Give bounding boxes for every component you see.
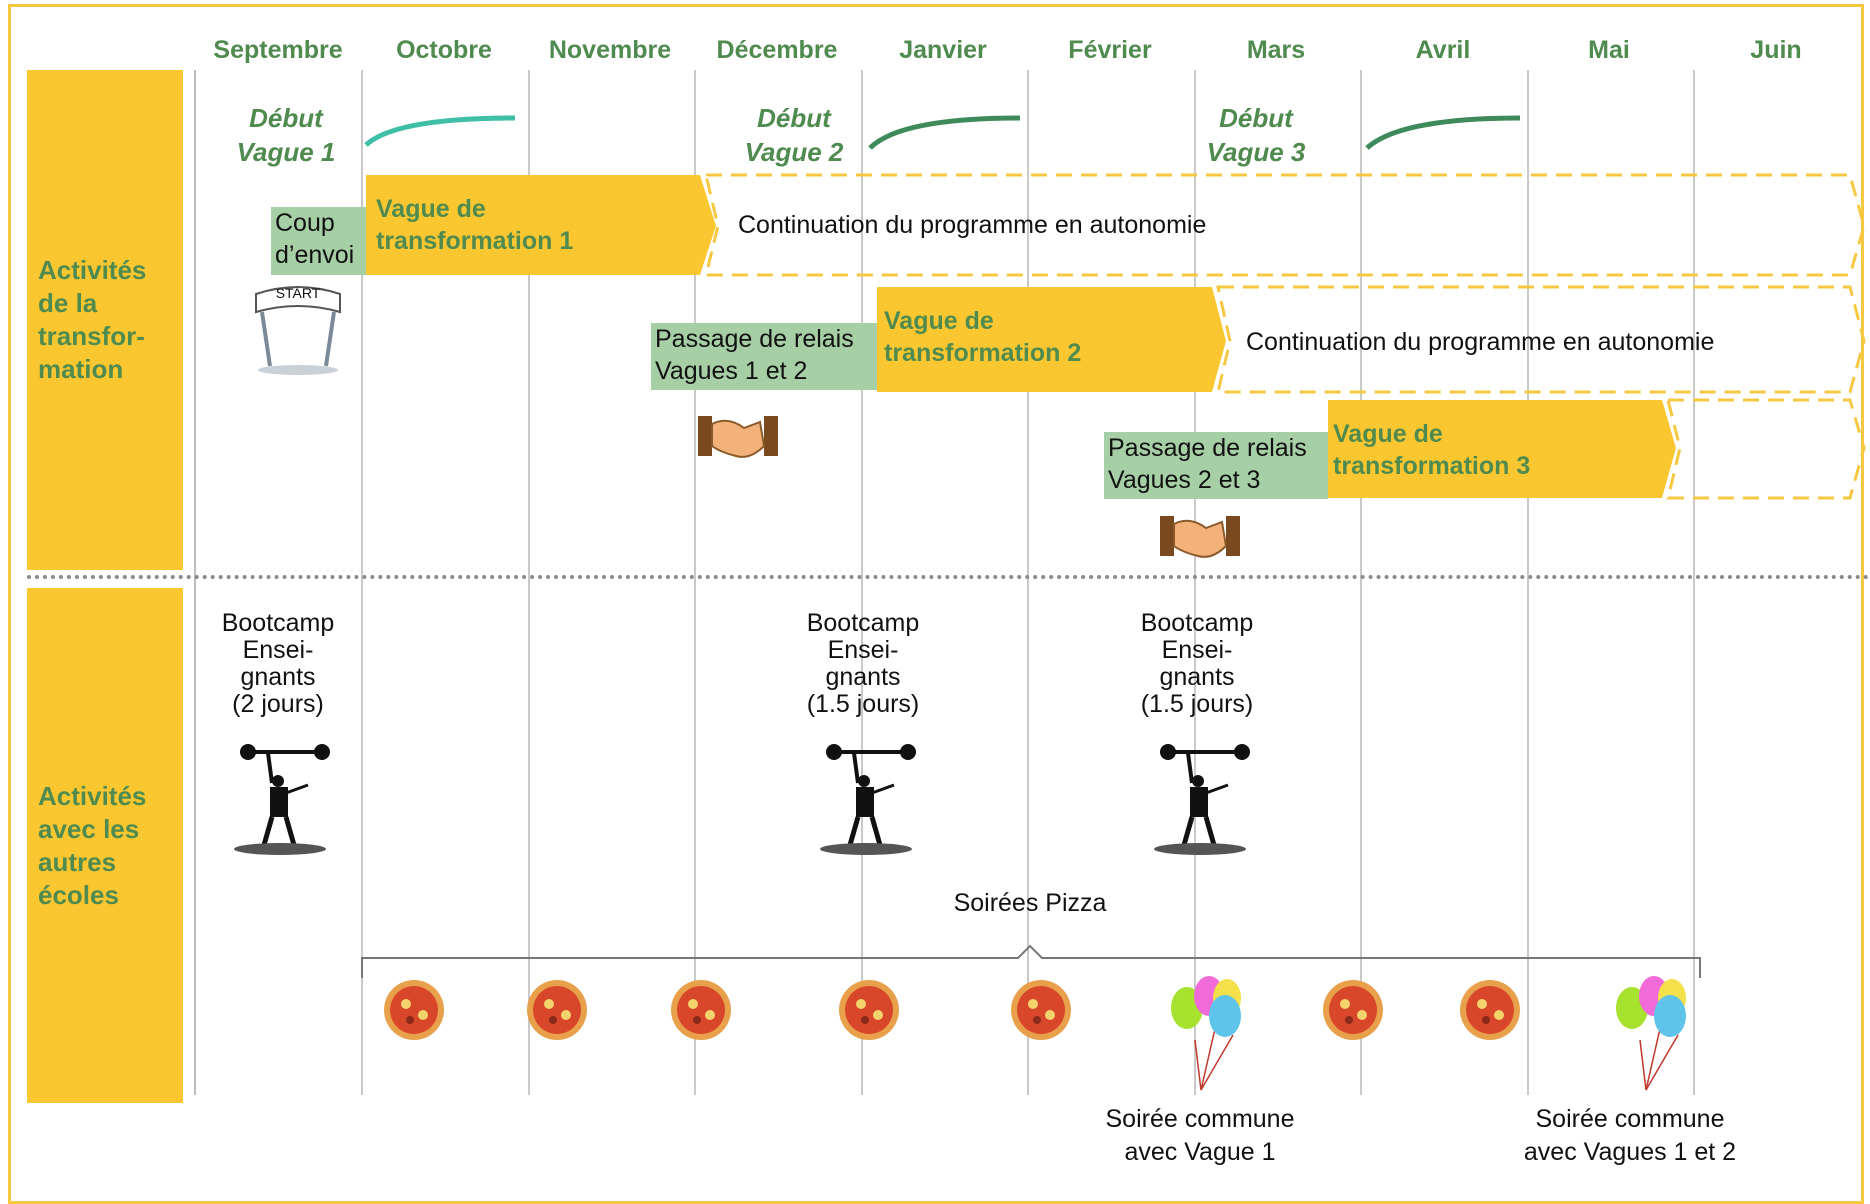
pizza-icon: [671, 980, 731, 1040]
grid-line: [861, 70, 863, 1095]
pizza-icon: [527, 980, 587, 1040]
debut-arc-3: [1365, 115, 1521, 150]
debut-wave-1: Début Vague 1: [236, 103, 336, 167]
wave-arrow-2: [877, 287, 1226, 392]
pizza-icon: [1011, 980, 1071, 1040]
month-may: Mai: [1588, 36, 1630, 64]
month-november: Novembre: [548, 36, 672, 64]
grid-line: [1693, 70, 1695, 1095]
handoff-box-2-3: Passage de relais Vagues 2 et 3: [1104, 432, 1328, 499]
debut-arc-2: [868, 115, 1021, 150]
continuation-arrow-2: [1216, 285, 1866, 394]
bootcamp-label-1: Bootcamp Ensei- gnants (2 jours): [221, 609, 335, 718]
bootcamp-label-2: Bootcamp Ensei- gnants (1.5 jours): [806, 609, 920, 718]
grid-line: [528, 70, 530, 1095]
handshake-icon: [698, 416, 778, 458]
month-december: Décembre: [716, 36, 838, 64]
wave-arrow-3: [1328, 400, 1676, 498]
continuation-arrow-3: [1666, 398, 1866, 500]
debut-wave-2: Début Vague 2: [744, 103, 844, 167]
month-march: Mars: [1246, 36, 1306, 64]
handoff-box-1-2: Passage de relais Vagues 1 et 2: [651, 323, 877, 390]
continuation-label-1: Continuation du programme en autonomie: [738, 211, 1207, 239]
pizza-bracket: [361, 944, 1701, 978]
month-april: Avril: [1415, 36, 1471, 64]
grid-line: [1194, 70, 1196, 1095]
pizza-icon: [1323, 980, 1383, 1040]
debut-arc-1: [364, 115, 516, 147]
month-october: Octobre: [396, 36, 492, 64]
joint-evening-1: Soirée commune avec Vague 1: [1105, 1105, 1295, 1166]
bootcamp-label-3: Bootcamp Ensei- gnants (1.5 jours): [1140, 609, 1254, 718]
grid-line: [1027, 70, 1029, 1095]
weightlifter-icon: [1154, 744, 1250, 855]
diagram-graphics: [234, 115, 1866, 1091]
month-february: Février: [1068, 36, 1152, 64]
grid-line: [361, 70, 363, 1095]
grid-line: [194, 70, 196, 1095]
wave-1-label: Vague de transformation 1: [376, 195, 574, 255]
month-june: Juin: [1750, 36, 1802, 64]
wave-arrow-1: [366, 175, 716, 275]
pizza-icon: [384, 980, 444, 1040]
joint-evening-2: Soirée commune avec Vagues 1 et 2: [1523, 1105, 1737, 1166]
grid-line: [1360, 70, 1362, 1095]
balloons-icon: [1616, 976, 1686, 1091]
month-january: Janvier: [899, 36, 987, 64]
row-header-transformation: Activités de la transfor- mation: [27, 70, 183, 570]
weightlifter-icon: [234, 744, 330, 855]
row-separator: [27, 575, 1870, 579]
pizza-icon: [1460, 980, 1520, 1040]
timeline-diagram: Septembre Octobre Novembre Décembre Janv…: [8, 4, 1870, 1204]
weightlifter-icon: [820, 744, 916, 855]
month-september: Septembre: [213, 36, 343, 64]
handshake-icon: [1160, 516, 1240, 558]
row-header-other-schools: Activités avec les autres écoles: [27, 588, 183, 1103]
start-arch-icon: [255, 286, 341, 375]
debut-wave-3: Début Vague 3: [1206, 103, 1306, 167]
wave-3-label: Vague de transformation 3: [1333, 420, 1531, 480]
continuation-label-2: Continuation du programme en autonomie: [1246, 328, 1715, 356]
wave-2-label: Vague de transformation 2: [884, 307, 1082, 367]
kickoff-box: Coup d’envoi: [271, 207, 366, 275]
grid-line: [1527, 70, 1529, 1095]
pizza-icon: [839, 980, 899, 1040]
pizza-evenings-label: Soirées Pizza: [953, 889, 1107, 917]
grid-line: [694, 70, 696, 1095]
start-sign-text: START: [275, 285, 321, 301]
balloons-icon: [1171, 976, 1241, 1091]
